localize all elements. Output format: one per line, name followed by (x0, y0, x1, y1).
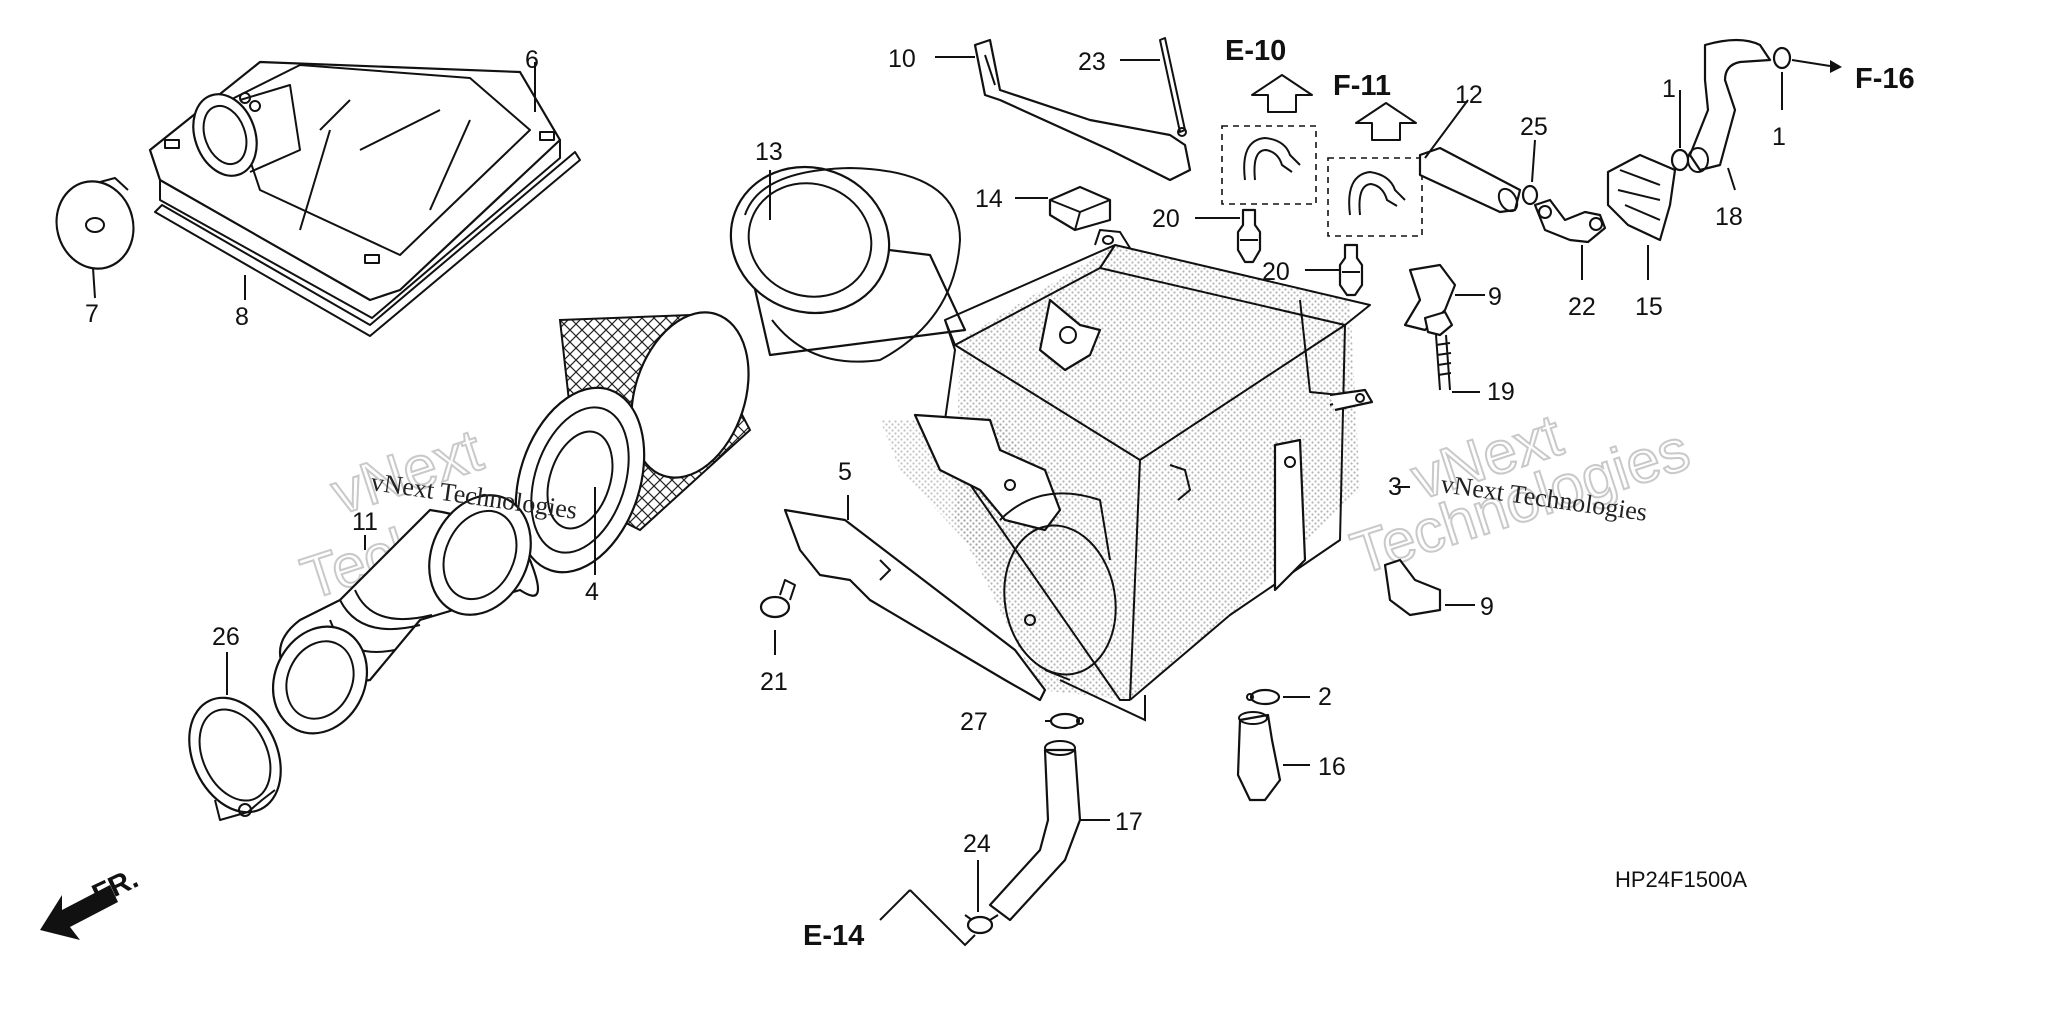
callout-16: 16 (1318, 753, 1346, 781)
callout-25: 25 (1520, 113, 1548, 141)
part-breather-tube[interactable] (1687, 38, 1772, 173)
callout-19: 19 (1487, 378, 1515, 406)
part-tube-22[interactable] (1533, 198, 1607, 244)
part-separator-15[interactable] (1606, 153, 1677, 242)
part-tube-band[interactable] (172, 683, 299, 827)
part-hose-clamp-27[interactable] (1049, 712, 1084, 730)
part-strap[interactable] (973, 38, 1192, 182)
part-foam-element[interactable] (710, 145, 967, 363)
callout-3: 3 (1388, 473, 1402, 501)
diagram-code: HP24F1500A (1615, 867, 1747, 892)
part-pin[interactable] (1159, 37, 1187, 137)
part-clip-25[interactable] (1521, 184, 1539, 206)
ref-f16: F-16 (1855, 63, 1915, 95)
part-cap[interactable] (47, 173, 143, 278)
part-tube-clamp-9b[interactable] (1383, 558, 1442, 617)
callout-2: 2 (1318, 683, 1332, 711)
part-drain-tube[interactable] (988, 740, 1082, 922)
callout-6: 6 (525, 46, 539, 74)
callout-17: 17 (1115, 808, 1143, 836)
part-stay-plate[interactable] (783, 413, 1062, 702)
part-joint-20b[interactable] (1338, 243, 1364, 297)
callout-15: 15 (1635, 293, 1663, 321)
callout-9b: 9 (1480, 593, 1494, 621)
callout-14: 14 (975, 185, 1003, 213)
part-clip-1b[interactable] (1772, 46, 1792, 70)
callout-7: 7 (85, 300, 99, 328)
part-air-cleaner-cover[interactable] (148, 60, 562, 319)
leader-lines (92, 56, 1842, 947)
callout-12: 12 (1455, 81, 1483, 109)
callouts: 1 1 2 3 4 5 6 7 8 9 9 10 11 12 13 14 15 … (85, 45, 1786, 858)
part-drain-plug[interactable] (1236, 711, 1282, 802)
part-cover-gasket[interactable] (154, 151, 581, 337)
part-hose-clamp-2[interactable] (1246, 688, 1281, 706)
callout-18: 18 (1715, 203, 1743, 231)
part-clip[interactable] (759, 579, 796, 619)
callout-13: 13 (755, 138, 783, 166)
part-mesh-element[interactable] (494, 297, 769, 589)
part-air-cleaner-case[interactable] (880, 229, 1374, 701)
inset-f11 (1327, 102, 1423, 237)
part-tube-12[interactable] (1418, 146, 1522, 214)
callout-27: 27 (960, 708, 988, 736)
callout-21: 21 (760, 668, 788, 696)
part-clip-1a[interactable] (1670, 148, 1690, 172)
ref-e10: E-10 (1225, 35, 1286, 67)
ref-f11: F-11 (1333, 70, 1391, 102)
part-pad[interactable] (1048, 185, 1112, 232)
part-tube-clip[interactable] (964, 914, 999, 935)
callout-23: 23 (1078, 48, 1106, 76)
part-connecting-tube[interactable] (256, 479, 550, 749)
callout-4: 4 (585, 578, 599, 606)
callout-10: 10 (888, 45, 916, 73)
part-joint-20a[interactable] (1236, 208, 1262, 264)
callout-5: 5 (838, 458, 852, 486)
ref-e14: E-14 (803, 920, 864, 952)
callout-26: 26 (212, 623, 240, 651)
callout-11: 11 (352, 508, 378, 536)
callout-9a: 9 (1488, 283, 1502, 311)
inset-e10 (1221, 74, 1317, 205)
part-case-duct (999, 492, 1117, 676)
callout-8: 8 (235, 303, 249, 331)
callout-22: 22 (1568, 293, 1596, 321)
callout-24: 24 (963, 830, 991, 858)
callout-20b: 20 (1262, 258, 1290, 286)
part-bolt[interactable] (1423, 310, 1454, 391)
callout-1b: 1 (1772, 123, 1786, 151)
front-direction-arrow: FR. (40, 863, 143, 940)
callout-1a: 1 (1662, 75, 1676, 103)
callout-20a: 20 (1152, 205, 1180, 233)
